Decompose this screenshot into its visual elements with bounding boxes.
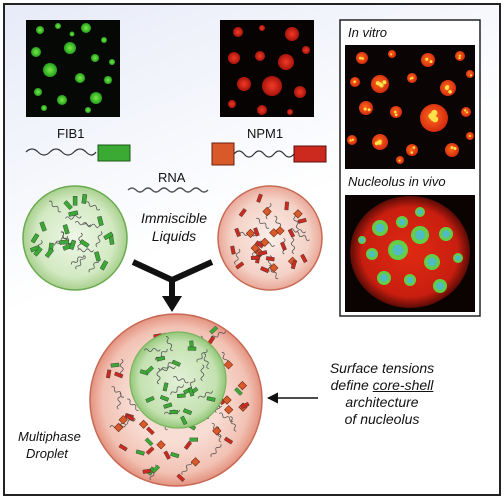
npm1-schematic [211, 142, 327, 166]
multiphase-droplet-label: Multiphase Droplet [18, 428, 81, 462]
annotation-line-2: define core-shell [312, 377, 452, 394]
in-vitro-micrograph [345, 45, 475, 169]
merge-arrow [131, 259, 214, 312]
in-vivo-micrograph [345, 195, 475, 312]
annotation-line-3: architecture [345, 394, 419, 410]
fib1-label: FIB1 [57, 126, 85, 141]
droplet-label-line-2: Droplet [26, 446, 68, 461]
multiphase-droplet [89, 313, 263, 487]
npm1-label: NPM1 [247, 126, 284, 141]
in-vivo-label: Nucleolus in vivo [348, 174, 446, 189]
immiscible-line-2: Liquids [151, 228, 197, 244]
immiscible-label: Immiscible Liquids [132, 209, 216, 245]
annotation-line-2-prefix: define [330, 377, 373, 393]
rna-strand [127, 187, 209, 193]
annotation-line-4: of nucleolus [344, 411, 420, 427]
fib1-schematic [25, 144, 131, 162]
immiscible-line-1: Immiscible [140, 210, 208, 226]
annotation-core-shell: core-shell [372, 377, 434, 393]
fib1-droplet [22, 185, 128, 291]
in-vitro-label: In vitro [348, 25, 388, 40]
surface-tension-annotation: Surface tensions define core-shell archi… [312, 360, 452, 428]
rna-label: RNA [158, 170, 186, 185]
npm1-droplet [217, 185, 323, 291]
annotation-line-1: Surface tensions [329, 360, 435, 376]
droplet-label-line-1: Multiphase [18, 429, 81, 444]
npm1-micrograph [220, 20, 314, 117]
fib1-micrograph [26, 20, 120, 117]
